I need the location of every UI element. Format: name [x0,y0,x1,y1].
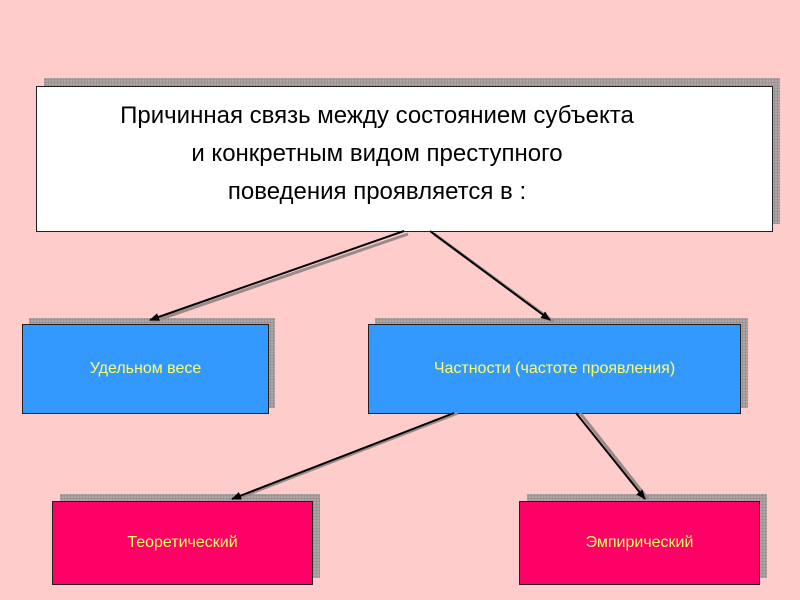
teoreticheskiy-label: Теоретический [127,534,238,551]
udelnom-vese-box: Удельном весе [22,324,269,414]
arrow-chastnosti-to-teoreticheskiy [231,412,455,500]
empiricheskiy-label: Эмпирический [585,534,694,551]
title-text: Причинная связь между состоянием субъект… [120,102,634,205]
chastnosti-label: Частности (частоте проявления) [433,360,676,377]
arrow-chastnosti-to-empiricheskiy [575,412,646,500]
udelnom-vese-label: Удельном весе [89,360,202,377]
teoreticheskiy-box: Теоретический [52,501,313,585]
chastnosti-box: Частности (частоте проявления) [368,324,741,414]
arrow-title-to-udelnom-vese [149,230,405,321]
title-box: Причинная связь между состоянием субъект… [36,86,773,232]
empiricheskiy-box: Эмпирический [519,501,760,585]
arrow-title-to-chastnosti [429,230,551,321]
